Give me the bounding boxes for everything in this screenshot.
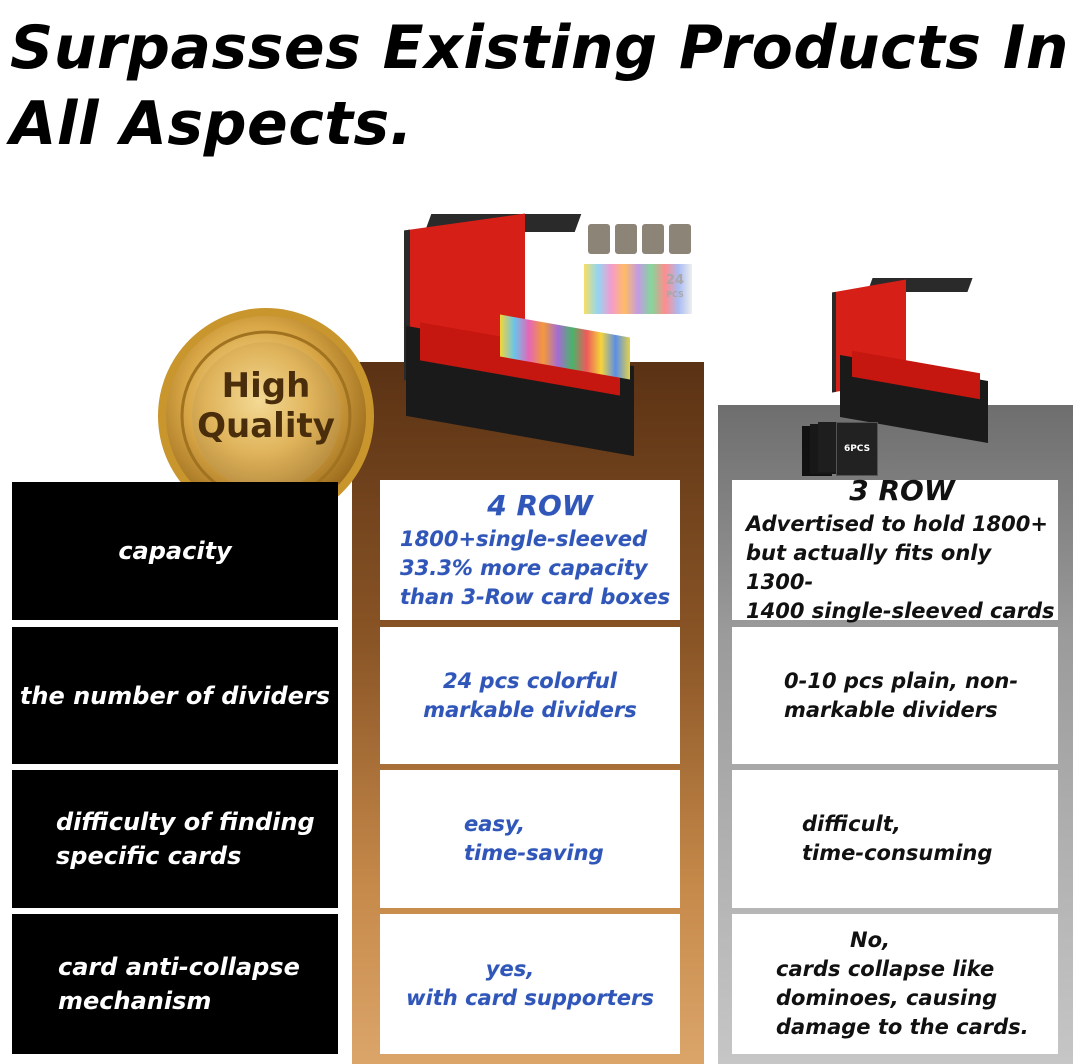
colorful-dividers-image: 24 PCS xyxy=(584,264,692,314)
row-label-text: capacity xyxy=(118,537,232,565)
row-label-text: difficulty of finding xyxy=(56,808,315,836)
four-row-capacity-line: 33.3% more capacity xyxy=(400,555,648,580)
badge-line-2: Quality xyxy=(197,406,335,446)
three-row-anti-collapse-line: dominoes, causing xyxy=(776,986,998,1010)
three-row-card-box-image xyxy=(830,276,990,444)
three-row-capacity-cell: 3 ROW Advertised to hold 1800+ but actua… xyxy=(732,474,1058,623)
four-row-anti-collapse-line: with card supporters xyxy=(406,986,654,1010)
three-row-difficulty-cell: difficult, time-consuming xyxy=(732,770,1058,908)
three-row-anti-collapse-line: cards collapse like xyxy=(776,957,995,981)
title-line-1: Surpasses Existing Products In xyxy=(10,13,1069,83)
dividers-count-label: 24 xyxy=(665,273,684,288)
row-label-text: specific cards xyxy=(56,842,242,870)
row-label-text: card anti-collapse xyxy=(58,953,300,981)
page-title: Surpasses Existing Products In All Aspec… xyxy=(10,10,1069,162)
three-row-difficulty-line: time-consuming xyxy=(802,841,993,865)
four-row-anti-collapse-line: yes, xyxy=(485,957,535,981)
row-label-anti-collapse: card anti-collapse mechanism xyxy=(12,914,338,1054)
dividers-unit-label: PCS xyxy=(666,290,684,299)
supporters-count-label: 6PCS xyxy=(836,422,878,476)
four-row-dividers-cell: 24 pcs colorful markable dividers xyxy=(380,627,680,764)
four-row-header: 4 ROW xyxy=(487,488,593,522)
three-row-dividers-line: markable dividers xyxy=(784,697,998,722)
four-row-difficulty-cell: easy, time-saving xyxy=(380,770,680,908)
badge-line-1: High xyxy=(221,366,311,406)
card-supporters-image xyxy=(588,224,696,256)
three-row-capacity-line: but actually fits only 1300- xyxy=(746,541,992,594)
four-row-capacity-line: 1800+single-sleeved xyxy=(400,526,648,551)
three-row-capacity-line: Advertised to hold 1800+ xyxy=(746,512,1048,536)
row-label-difficulty: difficulty of finding specific cards xyxy=(12,770,338,908)
title-line-2: All Aspects. xyxy=(10,89,414,159)
row-label-capacity: capacity xyxy=(12,482,338,620)
four-row-difficulty-line: time-saving xyxy=(464,841,604,865)
three-row-anti-collapse-cell: No, cards collapse like dominoes, causin… xyxy=(732,914,1058,1054)
row-label-text: mechanism xyxy=(58,987,212,1015)
four-row-capacity-cell: 4 ROW 1800+single-sleeved 33.3% more cap… xyxy=(380,480,680,620)
three-row-supporters-image: 6PCS xyxy=(802,422,878,478)
high-quality-seal: High Quality xyxy=(150,296,382,558)
row-label-text: the number of dividers xyxy=(19,681,331,710)
three-row-anti-collapse-line: damage to the cards. xyxy=(776,1015,1029,1039)
three-row-anti-collapse-line: No, xyxy=(850,928,890,952)
four-row-dividers-line: markable dividers xyxy=(423,697,637,722)
three-row-dividers-line: 0-10 pcs plain, non- xyxy=(784,668,1019,693)
three-row-dividers-cell: 0-10 pcs plain, non- markable dividers xyxy=(732,627,1058,764)
four-row-capacity-line: than 3-Row card boxes xyxy=(400,584,671,609)
three-row-difficulty-line: difficult, xyxy=(802,812,901,836)
four-row-dividers-line: 24 pcs colorful xyxy=(443,668,617,693)
row-label-dividers: the number of dividers xyxy=(12,627,338,764)
four-row-difficulty-line: easy, xyxy=(464,812,525,836)
seal-medal-icon xyxy=(158,308,374,548)
three-row-header: 3 ROW xyxy=(849,474,955,507)
three-row-capacity-line: 1400 single-sleeved cards xyxy=(746,599,1055,623)
four-row-anti-collapse-cell: yes, with card supporters xyxy=(380,914,680,1054)
